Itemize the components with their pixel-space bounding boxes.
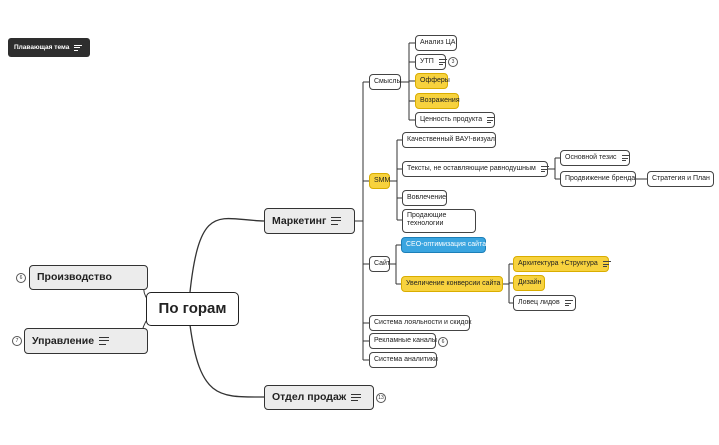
topic-texts[interactable]: Тексты, не оставляющие равнодушным xyxy=(402,161,549,177)
topic-selling-tech[interactable]: Продающие технологии xyxy=(402,209,476,233)
topic-smm[interactable]: SMM xyxy=(369,173,390,189)
topic-meanings-label: Смыслы xyxy=(374,77,402,85)
topic-product-value-label: Ценность продукта xyxy=(420,115,483,123)
notes-icon xyxy=(99,337,110,345)
topic-ca-analysis-label: Анализ ЦА xyxy=(420,38,456,46)
topic-meanings[interactable]: Смыслы xyxy=(369,74,402,90)
topic-engagement-label: Вовлечение xyxy=(407,193,447,201)
branch-marketing-label: Маркетинг xyxy=(272,214,327,227)
topic-ads[interactable]: Рекламные каналы xyxy=(369,333,437,349)
branch-sales-label: Отдел продаж xyxy=(272,391,347,404)
notes-icon xyxy=(438,59,447,65)
topic-wow-visual-label: Качественный ВАУ!-визуал xyxy=(407,135,495,143)
topic-utp[interactable]: УТП xyxy=(415,54,447,70)
topic-engagement[interactable]: Вовлечение xyxy=(402,190,447,206)
topic-architecture-label: Архитектура +Структура xyxy=(518,259,598,267)
sales-count-badge[interactable]: 13 xyxy=(376,393,386,403)
branch-production[interactable]: Производство xyxy=(29,265,148,290)
topic-main-thesis[interactable]: Основной тезис xyxy=(560,150,630,166)
notes-icon xyxy=(564,300,573,306)
topic-design[interactable]: Дизайн xyxy=(513,275,545,291)
topic-ca-analysis[interactable]: Анализ ЦА xyxy=(415,35,457,51)
topic-utp-label: УТП xyxy=(420,57,434,65)
topic-site-label: Сайт xyxy=(374,259,391,267)
topic-analytics-label: Система аналитики xyxy=(374,355,438,363)
topic-loyalty-label: Система лояльности и скидок xyxy=(374,318,472,326)
notes-icon xyxy=(74,44,83,51)
production-count-badge[interactable]: 6 xyxy=(16,273,26,283)
notes-icon xyxy=(602,261,611,267)
notes-icon xyxy=(331,217,342,225)
topic-brand-promotion[interactable]: Продвижение бренда xyxy=(560,171,636,187)
root-topic-label: По горам xyxy=(158,300,227,317)
topic-smm-label: SMM xyxy=(374,176,391,184)
branch-management-label: Управление xyxy=(32,334,95,347)
topic-objections[interactable]: Возражения xyxy=(415,93,460,109)
branch-production-label: Производство xyxy=(37,271,112,284)
topic-strategy-plan-label: Стратегия и План xyxy=(652,174,710,182)
utp-count-badge[interactable]: 3 xyxy=(448,57,458,67)
topic-brand-promotion-label: Продвижение бренда xyxy=(565,174,636,182)
notes-icon xyxy=(540,166,549,172)
notes-icon xyxy=(487,117,496,123)
topic-seo[interactable]: СЕО-оптимизация сайта xyxy=(401,237,486,253)
topic-ads-label: Рекламные каналы xyxy=(374,336,437,344)
topic-lead-catcher[interactable]: Ловец лидов xyxy=(513,295,576,311)
topic-analytics[interactable]: Система аналитики xyxy=(369,352,438,368)
topic-design-label: Дизайн xyxy=(518,278,542,286)
topic-conversion-label: Увеличение конверсии сайта xyxy=(406,279,501,287)
floating-topic-label: Плавающая тема xyxy=(14,43,70,51)
topic-loyalty[interactable]: Система лояльности и скидок xyxy=(369,315,472,331)
floating-topic[interactable]: Плавающая тема xyxy=(8,38,90,57)
branch-sales[interactable]: Отдел продаж xyxy=(264,385,374,410)
ads-count-badge[interactable]: 6 xyxy=(438,337,448,347)
topic-architecture[interactable]: Архитектура +Структура xyxy=(513,256,611,272)
notes-icon xyxy=(621,155,630,161)
management-count-badge[interactable]: 7 xyxy=(12,336,22,346)
topic-offers[interactable]: Офферы xyxy=(415,73,450,89)
topic-strategy-plan[interactable]: Стратегия и План xyxy=(647,171,714,187)
topic-selling-tech-label: Продающие технологии xyxy=(407,212,447,228)
topic-objections-label: Возражения xyxy=(420,96,460,104)
root-topic[interactable]: По горам xyxy=(146,292,239,326)
branch-marketing[interactable]: Маркетинг xyxy=(264,208,355,234)
notes-icon xyxy=(351,393,362,402)
topic-texts-label: Тексты, не оставляющие равнодушным xyxy=(407,164,536,172)
topic-wow-visual[interactable]: Качественный ВАУ!-визуал xyxy=(402,132,496,148)
topic-conversion[interactable]: Увеличение конверсии сайта xyxy=(401,276,503,292)
topic-site[interactable]: Сайт xyxy=(369,256,390,272)
topic-main-thesis-label: Основной тезис xyxy=(565,153,617,161)
topic-lead-catcher-label: Ловец лидов xyxy=(518,298,560,306)
topic-product-value[interactable]: Ценность продукта xyxy=(415,112,496,128)
topic-offers-label: Офферы xyxy=(420,76,450,84)
branch-management[interactable]: Управление xyxy=(24,328,148,354)
topic-seo-label: СЕО-оптимизация сайта xyxy=(406,240,487,248)
